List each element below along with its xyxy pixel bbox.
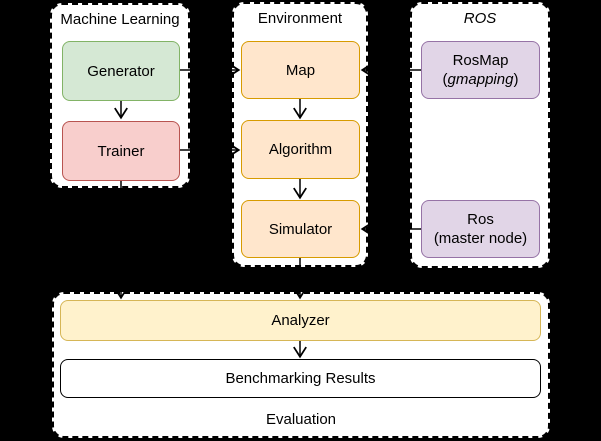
- node-analyzer: Analyzer: [60, 300, 541, 341]
- node-algorithm: Algorithm: [241, 120, 360, 179]
- group-title-evaluation: Evaluation: [265, 411, 337, 428]
- node-analyzer-label: Analyzer: [271, 312, 330, 329]
- node-trainer-label: Trainer: [97, 142, 145, 160]
- node-map-label: Map: [285, 61, 316, 79]
- node-benchmarking-results-label: Benchmarking Results: [225, 370, 376, 387]
- node-rosmap: RosMap (gmapping): [421, 41, 540, 99]
- group-title-ros: ROS: [463, 10, 497, 27]
- node-trainer: Trainer: [62, 121, 180, 181]
- node-simulator-label: Simulator: [268, 220, 333, 238]
- group-title-environment: Environment: [257, 10, 343, 27]
- node-rosmap-label-line2: (gmapping): [442, 71, 519, 88]
- node-ros-master-label-line2: (master node): [433, 230, 528, 247]
- node-simulator: Simulator: [241, 200, 360, 258]
- node-rosmap-label-line1: RosMap: [452, 52, 509, 69]
- group-title-machine-learning: Machine Learning: [60, 11, 180, 28]
- node-ros-master: Ros (master node): [421, 200, 540, 258]
- node-generator: Generator: [62, 41, 180, 101]
- node-benchmarking-results: Benchmarking Results: [60, 359, 541, 398]
- node-ros-master-label-line1: Ros: [467, 211, 494, 228]
- node-algorithm-label: Algorithm: [268, 141, 333, 158]
- node-map: Map: [241, 41, 360, 99]
- node-generator-label: Generator: [87, 62, 155, 80]
